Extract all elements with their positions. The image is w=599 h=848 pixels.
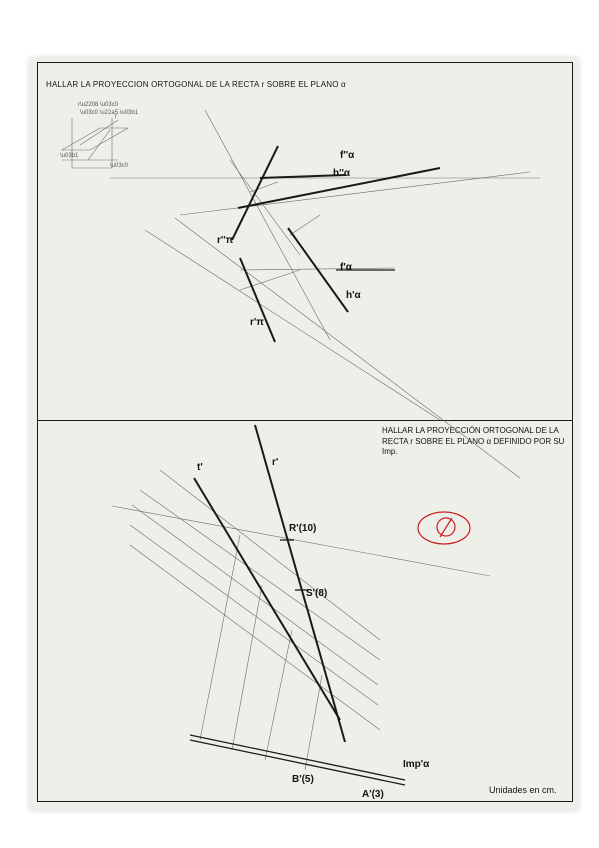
label-r-prime: r' <box>272 457 278 468</box>
drawing-frame <box>37 62 573 802</box>
label-f2-alpha: f''α <box>340 150 355 161</box>
label-f1-alpha: f'α <box>340 262 353 273</box>
paper-sheet <box>30 58 578 810</box>
top-construction: r\u2208 \u03c0 \u03c0 \u22a5 \u03b1 r \u… <box>60 102 540 479</box>
bottom-labels: t' r' R'(10) S'(8) B'(5) A'(3) Imp'α <box>197 457 430 800</box>
label-imp-alpha: Imp'α <box>403 759 430 770</box>
label-t-prime: t' <box>197 462 203 473</box>
label-r1-pi: r'π <box>250 317 264 328</box>
svg-text:r\u2208 \u03c0: r\u2208 \u03c0 <box>78 102 119 108</box>
label-point-R: R'(10) <box>289 523 316 534</box>
units-note: Unidades en cm. <box>489 785 557 795</box>
top-exercise-title: HALLAR LA PROYECCION ORTOGONAL DE LA REC… <box>46 80 346 89</box>
perspective-sketch: r\u2208 \u03c0 \u03c0 \u22a5 \u03b1 r \u… <box>60 102 139 169</box>
bottom-ink-lines <box>189 424 406 786</box>
bottom-exercise-title: HALLAR LA PROYECCIÓN ORTOGONAL DE LA REC… <box>382 426 565 456</box>
top-labels: f''α h''α f'α h'α r''π r'π <box>217 150 361 328</box>
section-divider <box>37 420 573 421</box>
svg-text:\u03c0: \u03c0 <box>110 163 129 169</box>
top-ink-lines <box>231 145 441 343</box>
label-point-A: A'(3) <box>362 789 384 800</box>
svg-text:\u03c0 \u22a5 \u03b1: \u03c0 \u22a5 \u03b1 <box>80 110 139 116</box>
label-h2-alpha: h''α <box>333 168 351 179</box>
label-r2-pi: r''π <box>217 235 234 246</box>
bottom-construction <box>111 469 491 771</box>
label-point-S: S'(8) <box>306 588 327 599</box>
svg-text:\u03b1: \u03b1 <box>60 153 79 159</box>
red-grade-mark <box>417 511 471 545</box>
label-point-B: B'(5) <box>292 774 314 785</box>
svg-text:r: r <box>115 114 117 120</box>
label-h1-alpha: h'α <box>346 290 361 301</box>
